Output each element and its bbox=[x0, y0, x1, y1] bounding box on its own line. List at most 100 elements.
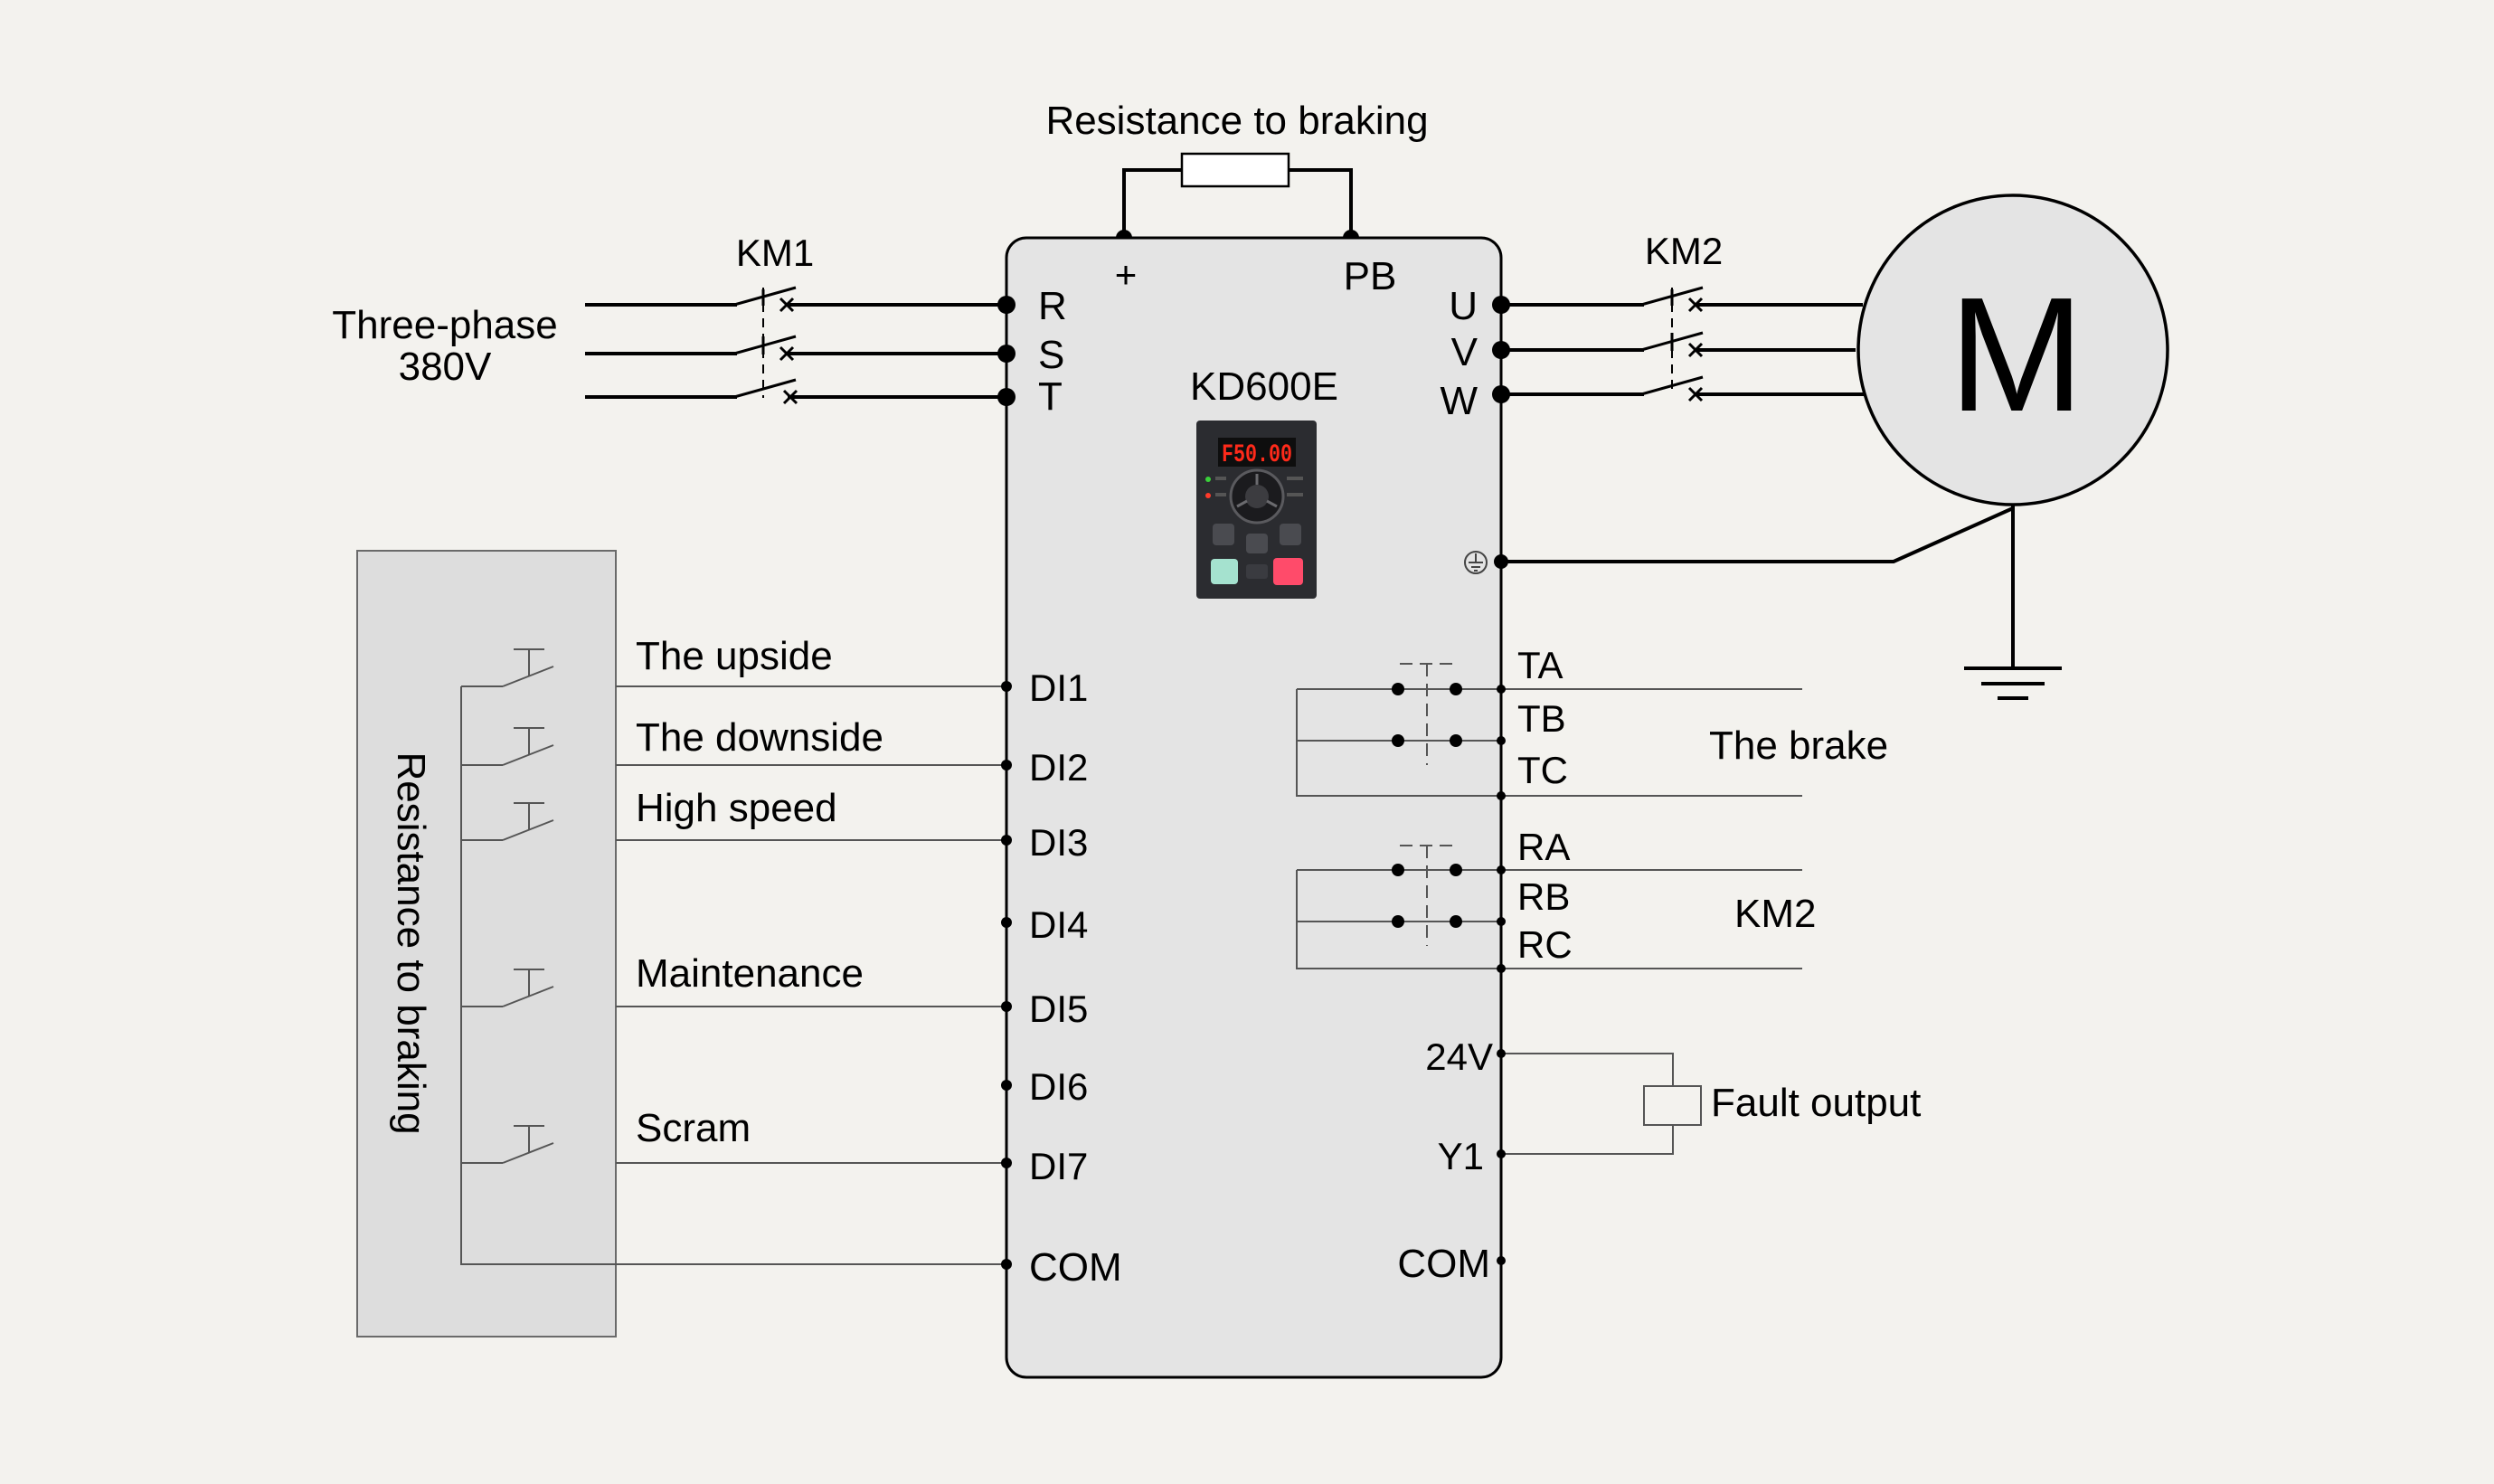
terminal-dot-tc bbox=[1497, 791, 1506, 800]
terminal-s-label: S bbox=[1038, 333, 1064, 377]
relay1-tc-loop bbox=[1296, 689, 1802, 797]
km1-contacts bbox=[733, 286, 798, 405]
terminal-di6-label: DI6 bbox=[1029, 1065, 1088, 1108]
supply-section: Three-phase 380V KM1 R S T bbox=[332, 232, 1067, 419]
key-run bbox=[1211, 559, 1238, 584]
relay1-coil-link bbox=[1400, 663, 1454, 765]
terminal-dot-tb bbox=[1497, 736, 1506, 745]
terminal-dot-24v bbox=[1497, 1049, 1506, 1058]
bus-taps bbox=[461, 685, 503, 1164]
motor-letter: M bbox=[1949, 264, 2084, 446]
terminal-y1-label: Y1 bbox=[1438, 1135, 1484, 1177]
terminal-pb-label: PB bbox=[1344, 254, 1397, 298]
terminal-di4-label: DI4 bbox=[1029, 903, 1088, 946]
braking-resistor: Resistance to braking bbox=[1045, 99, 1429, 246]
relay1-function: The brake bbox=[1709, 723, 1888, 768]
terminal-dot-com-in bbox=[1001, 1259, 1012, 1270]
fault-output-label: Fault output bbox=[1711, 1081, 1921, 1125]
led-label-2 bbox=[1215, 493, 1226, 496]
relay2-dot-3 bbox=[1392, 915, 1404, 928]
display-reading: F50.00 bbox=[1222, 441, 1292, 469]
km2-contacts bbox=[1640, 286, 1704, 402]
terminal-dot-di7 bbox=[1001, 1158, 1012, 1168]
terminal-dot-s bbox=[997, 345, 1016, 363]
supply-label-line2: 380V bbox=[399, 345, 492, 389]
resistor-symbol bbox=[1180, 152, 1290, 188]
relay2-function: KM2 bbox=[1734, 892, 1816, 936]
fault-relay-coil bbox=[1643, 1085, 1702, 1126]
terminal-w-label: W bbox=[1440, 379, 1478, 423]
relay2-dot-1 bbox=[1392, 864, 1404, 876]
km2-label: KM2 bbox=[1645, 230, 1723, 272]
key-stop bbox=[1273, 558, 1303, 585]
keypad-display bbox=[1218, 438, 1296, 467]
terminal-u-label: U bbox=[1449, 284, 1478, 328]
relay1-dot-1 bbox=[1392, 683, 1404, 695]
key-shift bbox=[1246, 534, 1268, 553]
led-label-1 bbox=[1215, 477, 1226, 480]
terminal-dot-di5 bbox=[1001, 1001, 1012, 1012]
terminal-dot-u bbox=[1492, 296, 1510, 314]
fault-output-wiring bbox=[1501, 1053, 1674, 1155]
braking-resistor-label: Resistance to braking bbox=[1045, 99, 1428, 143]
drive-model: KD600E bbox=[1190, 364, 1338, 409]
relay2-dot-2 bbox=[1450, 864, 1462, 876]
terminal-tc-label: TC bbox=[1517, 749, 1568, 791]
key-prg bbox=[1213, 524, 1234, 545]
input-label-high-speed: High speed bbox=[636, 786, 837, 830]
terminal-di2-label: DI2 bbox=[1029, 746, 1088, 789]
relay1-dot-4 bbox=[1450, 734, 1462, 747]
input-label-scram: Scram bbox=[636, 1106, 751, 1150]
terminal-dot-di4 bbox=[1001, 917, 1012, 928]
terminal-ta-label: TA bbox=[1517, 644, 1563, 686]
relay2-dot-4 bbox=[1450, 915, 1462, 928]
jog-dial-spokes bbox=[1236, 474, 1278, 508]
ground-terminal-icon bbox=[1464, 551, 1488, 574]
terminal-dot-di1 bbox=[1001, 681, 1012, 692]
key-quick bbox=[1280, 524, 1301, 545]
drive-keypad: F50.00 bbox=[1196, 421, 1317, 599]
terminal-di5-label: DI5 bbox=[1029, 988, 1088, 1030]
drive-body: + PB KD600E F50.00 bbox=[1005, 236, 1503, 1379]
terminal-t-label: T bbox=[1038, 374, 1063, 419]
relay2-coil-link bbox=[1400, 845, 1454, 946]
terminal-dot-rc bbox=[1497, 964, 1506, 973]
relay1-dot-2 bbox=[1450, 683, 1462, 695]
motor-section: KM2 U V W M bbox=[1440, 194, 2169, 700]
terminal-di3-label: DI3 bbox=[1029, 821, 1088, 864]
terminal-di1-label: DI1 bbox=[1029, 666, 1088, 709]
terminal-dot-y1 bbox=[1497, 1149, 1506, 1158]
earth-wire bbox=[1501, 505, 2015, 666]
resistor-leads bbox=[1122, 168, 1353, 238]
terminal-tb-label: TB bbox=[1517, 697, 1566, 740]
terminal-v-label: V bbox=[1451, 330, 1478, 374]
terminal-com-in-label: COM bbox=[1029, 1245, 1122, 1290]
relay-1: TA TB TC The brake bbox=[1296, 644, 1888, 800]
relay2-rc-loop bbox=[1296, 870, 1802, 969]
earth-ground-icon bbox=[1964, 666, 2062, 700]
status-led-red bbox=[1205, 493, 1211, 498]
terminal-dot-rb bbox=[1497, 917, 1506, 926]
terminal-dot-di6 bbox=[1001, 1080, 1012, 1091]
terminal-rc-label: RC bbox=[1517, 923, 1573, 966]
supply-label-line1: Three-phase bbox=[332, 303, 557, 347]
relay1-dot-3 bbox=[1392, 734, 1404, 747]
terminal-com-out-label: COM bbox=[1397, 1242, 1490, 1286]
digital-inputs: DI1 DI2 DI3 DI4 DI5 DI6 DI7 COM bbox=[1001, 666, 1122, 1290]
jog-dial-center bbox=[1245, 485, 1269, 508]
input-label-downside: The downside bbox=[636, 715, 883, 760]
relay-2: RA RB RC KM2 bbox=[1296, 826, 1816, 973]
terminal-dot-ra bbox=[1497, 865, 1506, 874]
terminal-dot-di3 bbox=[1001, 835, 1012, 846]
terminal-24v-label: 24V bbox=[1425, 1035, 1493, 1078]
terminal-ra-label: RA bbox=[1517, 826, 1570, 868]
terminal-dot-ta bbox=[1497, 685, 1506, 694]
common-bus bbox=[460, 686, 1006, 1265]
drive-enclosure bbox=[1005, 236, 1503, 1379]
terminal-plus-label: + bbox=[1115, 253, 1138, 296]
terminal-di7-label: DI7 bbox=[1029, 1145, 1088, 1187]
terminal-dot-w bbox=[1492, 385, 1510, 403]
terminal-dot-r bbox=[997, 296, 1016, 314]
terminal-dot-com-out bbox=[1497, 1256, 1506, 1265]
